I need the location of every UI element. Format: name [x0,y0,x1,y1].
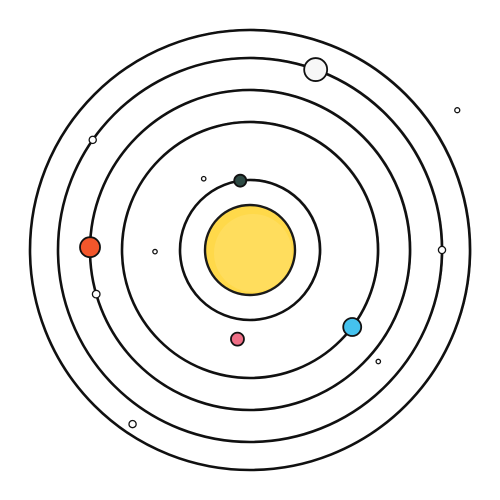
orbit-ring-sketch-5 [29,28,472,471]
moon-7 [128,419,137,429]
planet-blue [342,317,363,337]
sun-highlight [214,214,292,292]
planet-pink [230,331,245,347]
planet-dark-green [233,173,248,188]
moon-2 [152,248,158,255]
moon-3 [375,358,382,365]
moon-8 [454,107,461,114]
orbit-ring-sketch-2 [121,120,380,379]
celestial-bodies [79,57,461,429]
planet-orange-red [79,236,101,259]
moon-6 [437,245,447,255]
orbit-ring-sketch-1 [179,178,322,321]
moon-1 [200,175,207,182]
sun [203,203,297,297]
moon-5 [91,289,101,299]
planet-white-large [303,57,329,82]
moon-4 [88,135,97,145]
